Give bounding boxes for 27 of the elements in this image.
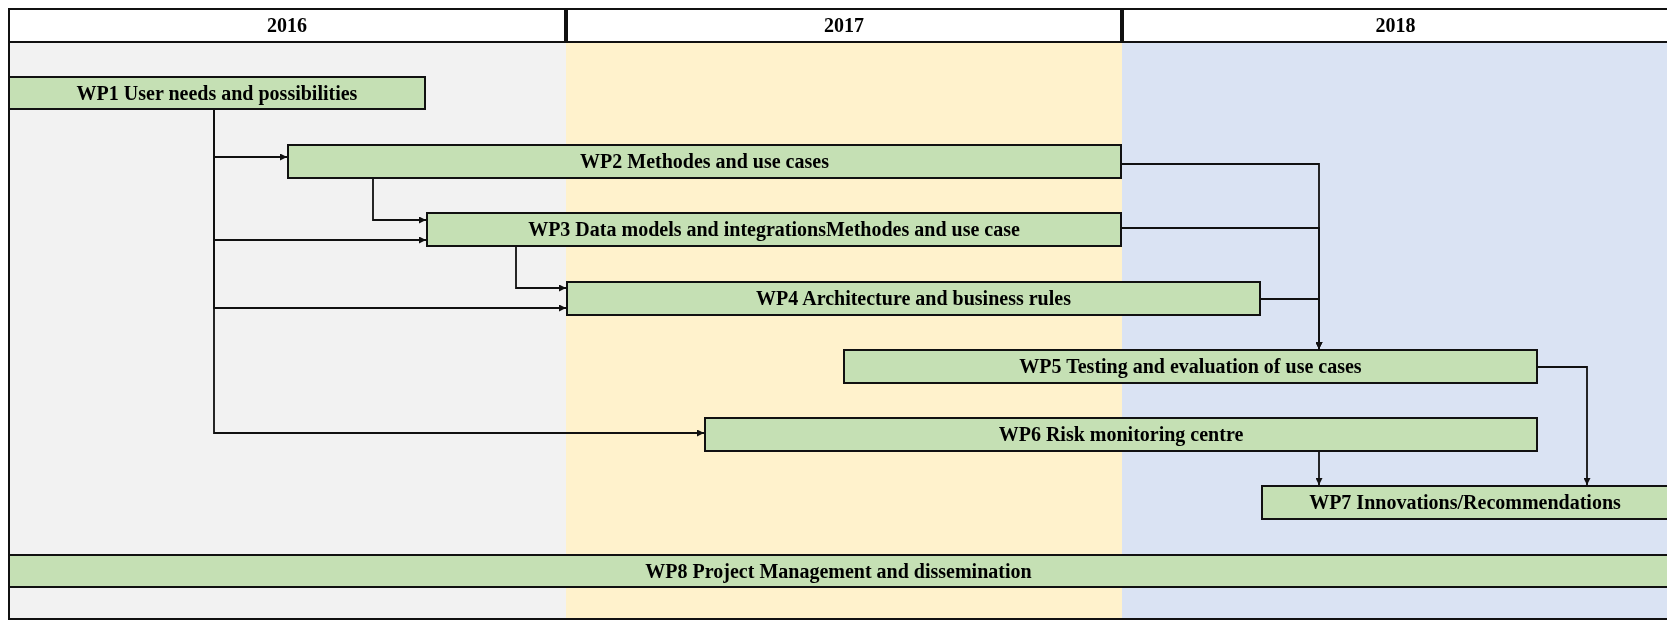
bar-label: WP8 Project Management and dissemination <box>645 559 1032 583</box>
work-package-bar <box>8 76 426 110</box>
arrow <box>1537 366 1591 486</box>
work-package-bar <box>426 212 1122 247</box>
arrow <box>372 178 427 224</box>
arrow <box>515 246 567 292</box>
bar-label: WP2 Methodes and use cases <box>580 150 829 173</box>
bar-label: 2018 <box>1375 14 1416 37</box>
work-package-bar <box>287 144 1122 179</box>
bar-label: 2017 <box>824 14 864 37</box>
work-package-bar <box>8 554 1667 588</box>
bar-label: WP4 Architecture and business rules <box>756 287 1071 310</box>
arrow <box>1315 451 1323 486</box>
arrow <box>1260 298 1323 350</box>
bar-label: WP3 Data models and integrationsMethodes and use case <box>528 218 1020 241</box>
work-package-bar <box>1261 485 1667 520</box>
bar-label: WP7 Innovations/Recommendations <box>1309 491 1621 514</box>
bar-label: WP5 Testing and evaluation of use cases <box>1019 355 1362 378</box>
year-header <box>1122 8 1667 43</box>
work-package-bar <box>843 349 1538 384</box>
work-package-bar <box>704 417 1538 452</box>
bar-label: WP6 Risk monitoring centre <box>998 423 1244 446</box>
year-header <box>8 8 566 43</box>
work-package-bar <box>566 281 1261 316</box>
bar-label: WP1 User needs and possibilities <box>76 81 358 105</box>
year-header <box>566 8 1122 43</box>
bar-label: 2016 <box>267 14 307 37</box>
